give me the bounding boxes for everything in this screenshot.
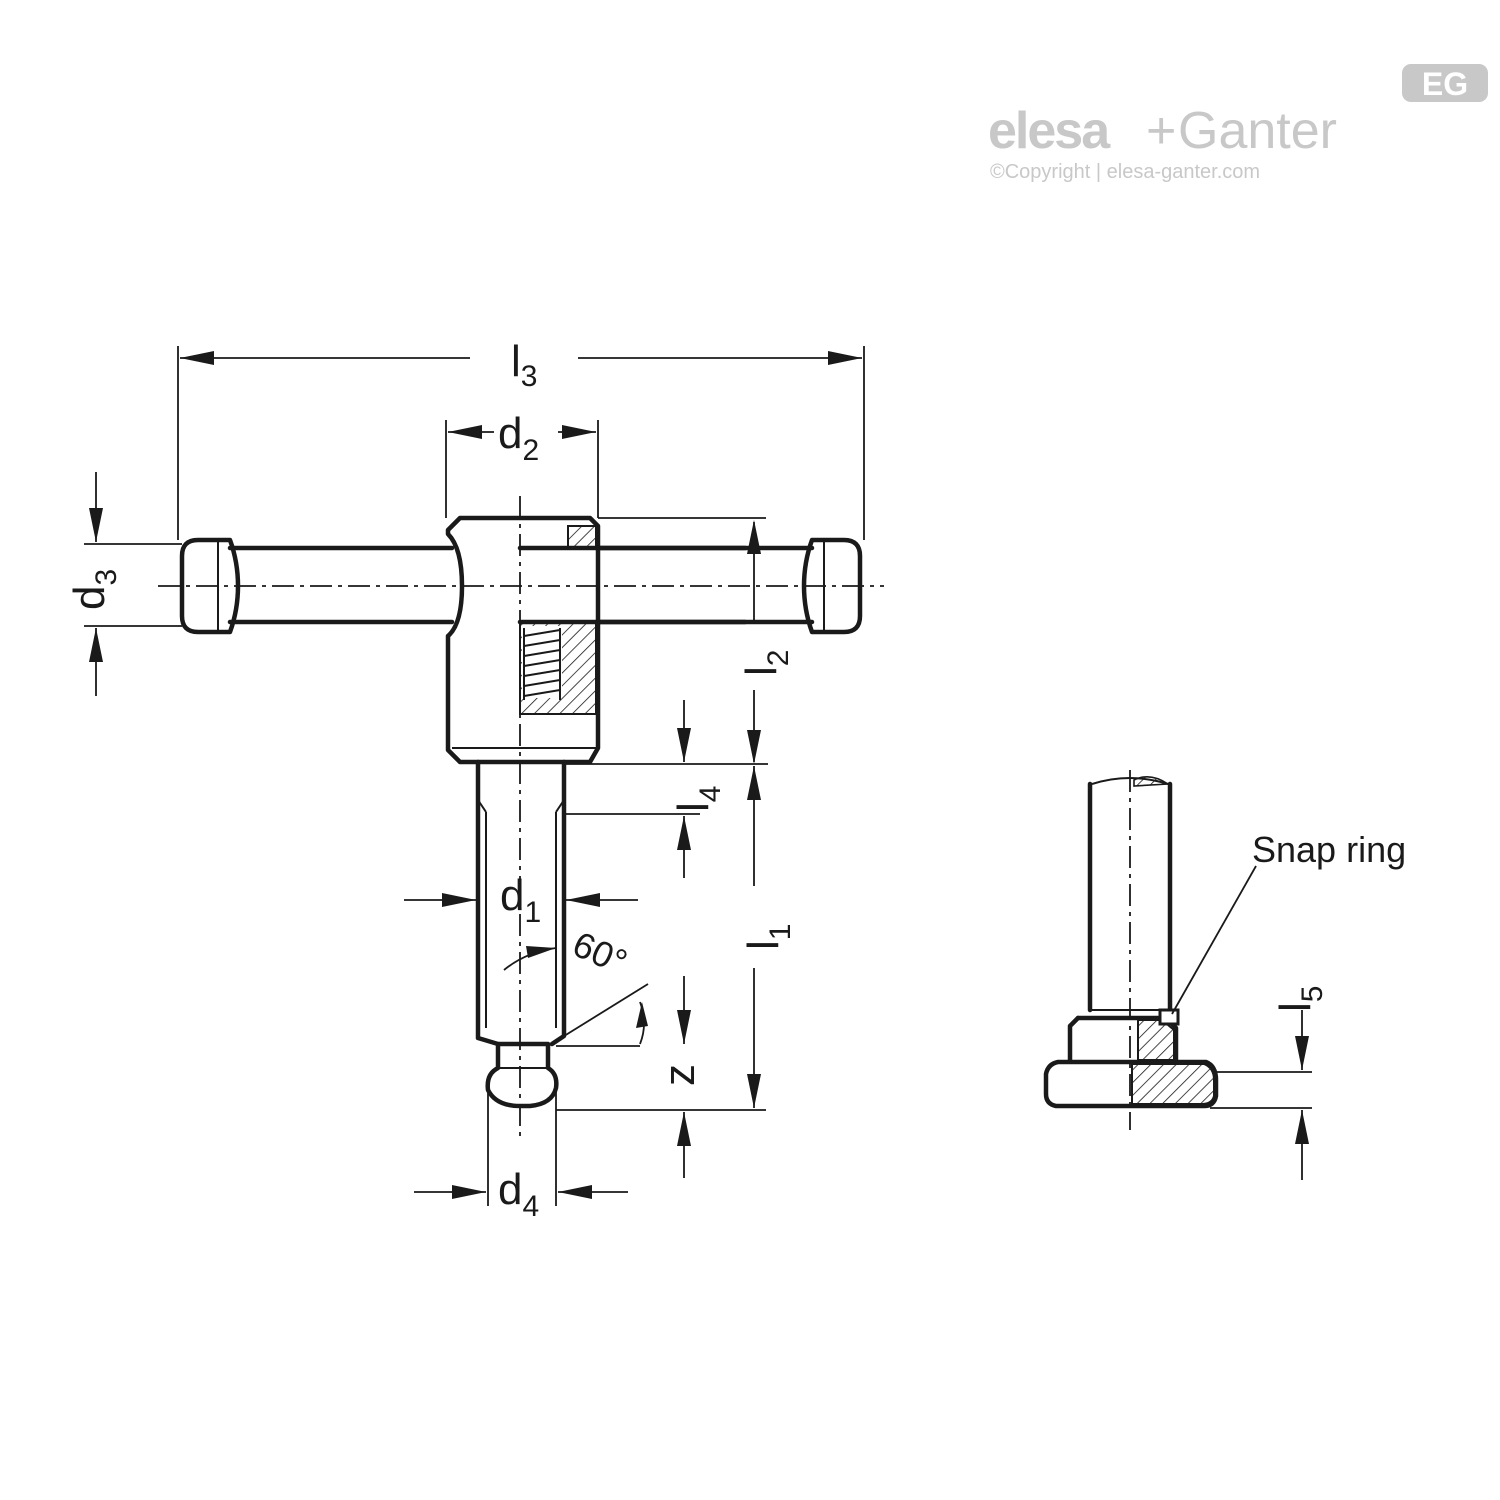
plunger-tip — [485, 1041, 559, 1109]
handle-bar-left — [227, 545, 455, 625]
handle-end-cap-left — [179, 537, 241, 635]
eg-badge-icon — [1402, 64, 1488, 102]
brand-plus: + — [1146, 102, 1176, 160]
dimension-d1: d1 — [500, 871, 541, 929]
brand-logo: EG elesa + Ganter ©Copyright | elesa-gan… — [988, 64, 1488, 183]
spring-icon — [522, 626, 562, 700]
dimension-d3: d3 — [65, 569, 123, 610]
dimension-z: z — [655, 1064, 704, 1086]
dimension-d4: d4 — [498, 1165, 539, 1223]
snap-ring-label: Snap ring — [1252, 829, 1406, 870]
snap-ring-leader — [1171, 865, 1257, 1015]
dimension-l4: l4 — [669, 786, 727, 812]
handle-end-cap-right — [801, 537, 863, 635]
brand-name-ganter: Ganter — [1178, 102, 1337, 160]
dimension-angle: 60° — [567, 923, 633, 983]
dimension-l2: l2 — [737, 650, 795, 676]
brand-name-elesa: elesa — [988, 102, 1111, 160]
dimension-l1: l1 — [739, 924, 797, 950]
dimension-l3: l3 — [511, 337, 537, 393]
main-part-view — [158, 496, 884, 1140]
shaft-break-section — [1133, 776, 1171, 787]
copyright-text: ©Copyright | elesa-ganter.com — [990, 161, 1260, 183]
handle-bar-right — [595, 545, 815, 625]
dimension-l5: l5 — [1271, 986, 1329, 1012]
detail-section-hatch — [1131, 1063, 1215, 1105]
dimension-d2: d2 — [498, 409, 539, 467]
detail-head — [1043, 1059, 1219, 1109]
hub-section-hatch-top — [567, 525, 597, 549]
hub-body — [445, 515, 601, 765]
eg-badge-text: EG — [1422, 66, 1468, 102]
dimension-lines: l3 d2 d3 l2 l4 — [65, 337, 865, 1223]
snap-ring-icon — [1158, 1008, 1180, 1026]
snap-ring-detail-view: Snap ring l5 — [1043, 770, 1406, 1180]
